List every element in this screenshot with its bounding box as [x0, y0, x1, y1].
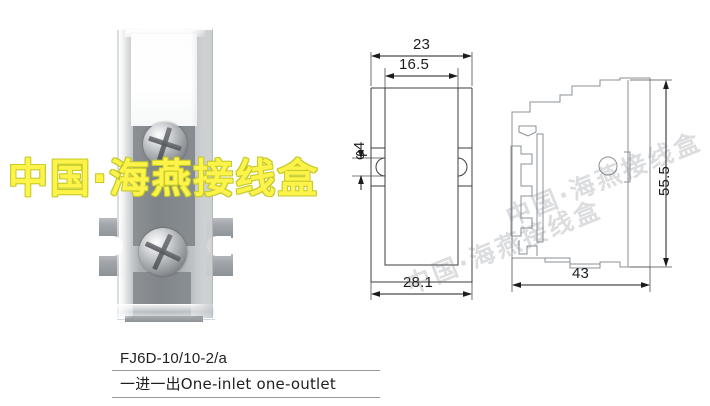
caption-model-number: FJ6D-10/10-2/a — [112, 348, 380, 371]
cover-window — [131, 34, 197, 126]
screw-terminal-bottom — [139, 228, 187, 276]
cover-top-edge — [125, 30, 205, 37]
caption-description: 一进一出One-inlet one-outlet — [112, 371, 380, 398]
mounting-wing-right-top — [207, 218, 233, 238]
side-view-geometry — [510, 77, 651, 269]
dim-label-hole-diameter: φ4 — [351, 141, 368, 160]
highlight-left — [117, 30, 133, 318]
dim-label-overall-height: 55.5 — [656, 166, 673, 196]
screw-terminal-top — [143, 122, 187, 166]
front-view-geometry — [370, 87, 473, 283]
dim-label-overall-depth: 43 — [572, 265, 590, 282]
dim-label-overall-width: 23 — [413, 36, 431, 53]
dim-label-body-width: 28.1 — [403, 274, 433, 291]
shadow-right — [191, 30, 213, 318]
faint-watermark-right: 中国·海燕接线盒 — [501, 126, 707, 232]
housing-foot — [125, 316, 203, 322]
caption-block: FJ6D-10/10-2/a 一进一出One-inlet one-outlet — [112, 348, 380, 398]
dim-label-inner-width: 16.5 — [399, 56, 429, 73]
wing-notch-right — [207, 236, 231, 256]
product-photo — [95, 22, 255, 322]
mounting-wing-right-bottom — [207, 254, 233, 276]
